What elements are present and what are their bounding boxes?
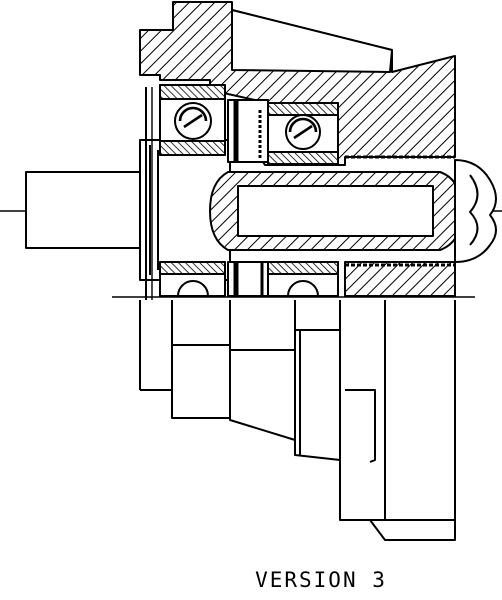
drawing-caption: VERSION 3 [255, 568, 387, 592]
housing-pocket [231, 9, 393, 73]
lower-body-outer [339, 300, 456, 541]
housing-lower-section [344, 261, 456, 297]
lower-body-left [171, 300, 231, 419]
shaft-stub [25, 171, 147, 249]
bore [237, 185, 434, 237]
lower-body-right [294, 300, 341, 461]
shaft-break [454, 159, 497, 263]
lower-body-mid [229, 300, 296, 441]
